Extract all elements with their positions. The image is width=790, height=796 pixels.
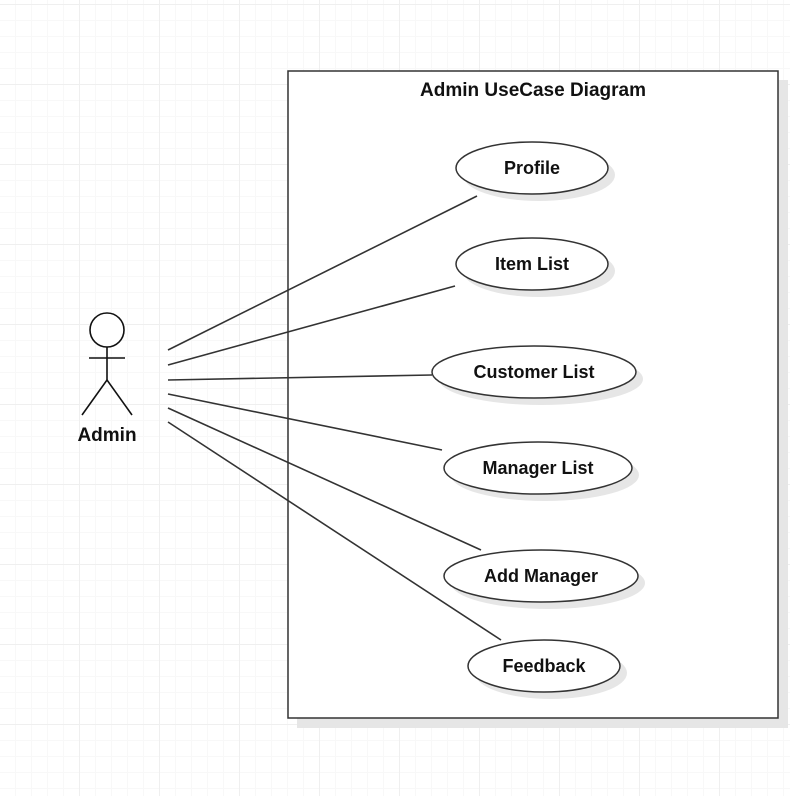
use-case-profile[interactable]: Profile — [455, 141, 615, 201]
actor-label: Admin — [77, 425, 136, 446]
use-case-label: Item List — [495, 254, 569, 274]
use-case-ellipse[interactable] — [455, 141, 609, 195]
association-item-list[interactable] — [167, 285, 456, 366]
use-case-label: Manager List — [482, 458, 593, 478]
use-case-customer-list[interactable]: Customer List — [431, 345, 643, 405]
actor-admin[interactable]: Admin — [77, 312, 137, 446]
actor-head — [89, 312, 125, 348]
association-feedback[interactable] — [167, 421, 502, 641]
association-customer-list[interactable] — [167, 374, 433, 381]
association-add-manager[interactable] — [167, 407, 482, 551]
use-case-label: Customer List — [473, 362, 594, 382]
use-case-ellipse[interactable] — [467, 639, 621, 693]
use-case-add-manager[interactable]: Add Manager — [443, 549, 645, 609]
use-case-ellipse[interactable] — [455, 237, 609, 291]
system-boundary-title: Admin UseCase Diagram — [420, 80, 646, 101]
use-case-ellipse[interactable] — [443, 549, 639, 603]
use-case-manager-list[interactable]: Manager List — [443, 441, 639, 501]
use-case-label: Feedback — [502, 656, 586, 676]
use-case-ellipse[interactable] — [443, 441, 633, 495]
use-case-feedback[interactable]: Feedback — [467, 639, 627, 699]
use-case-ellipse[interactable] — [431, 345, 637, 399]
actor-right-leg — [106, 379, 133, 416]
association-manager-list[interactable] — [167, 393, 443, 451]
actor-left-leg — [81, 379, 108, 416]
associations — [167, 195, 502, 641]
use-case-label: Add Manager — [484, 566, 598, 586]
association-profile[interactable] — [167, 195, 478, 351]
stick-figure-icon — [81, 312, 133, 416]
use-case-label: Profile — [504, 158, 560, 178]
use-case-item-list[interactable]: Item List — [455, 237, 615, 297]
